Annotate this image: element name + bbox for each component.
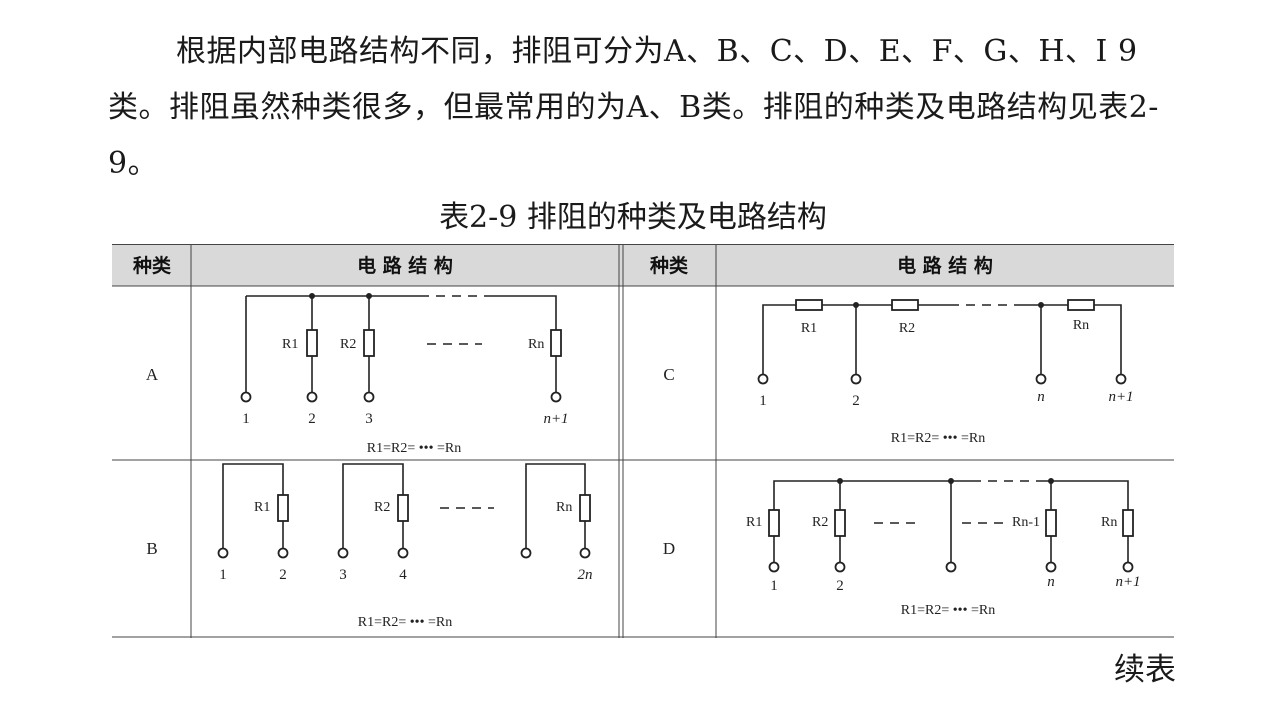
row-label-d: D — [663, 539, 675, 558]
circuit-b-pin-4: 4 — [399, 567, 407, 583]
circuit-a: R1 R2 Rn 1 2 3 n+1 R1=R2= ••• =Rn — [240, 293, 569, 456]
circuit-c-equation: R1=R2= ••• =Rn — [891, 431, 985, 446]
circuit-d-pin-2: 2 — [836, 578, 844, 594]
circuit-b-equation: R1=R2= ••• =Rn — [358, 615, 452, 630]
table-caption: 表2-9 排阻的种类及电路结构 — [439, 200, 827, 235]
circuit-a-pin-n1: n+1 — [543, 411, 568, 427]
circuit-c-r1: R1 — [801, 321, 817, 336]
circuit-c-pin-n: n — [1037, 389, 1045, 405]
circuit-a-pin-1: 1 — [242, 411, 250, 427]
circuit-a-rn: Rn — [528, 337, 544, 352]
continued-label: 续表 — [1114, 652, 1176, 688]
circuit-b-pin-3: 3 — [339, 567, 347, 583]
circuit-c-pin-1: 1 — [759, 393, 767, 409]
circuit-a-pin-3: 3 — [365, 411, 373, 427]
circuit-d: R1 R2 Rn-1 Rn 1 2 n n+1 R1=R2= ••• =Rn — [746, 478, 1141, 618]
circuit-d-pin-1: 1 — [770, 578, 778, 594]
circuit-d-r2: R2 — [812, 515, 828, 530]
circuit-b-pin-2n: 2n — [578, 567, 593, 583]
circuit-d-pin-n1: n+1 — [1115, 574, 1140, 590]
circuit-a-r2: R2 — [340, 337, 356, 352]
table-svg: 种类 电 路 结 构 种类 电 路 结 构 A B C D R1 R2 Rn 1… — [112, 244, 1174, 638]
header-left-structure: 电 路 结 构 — [357, 254, 453, 277]
header-right-type: 种类 — [649, 254, 688, 277]
circuit-a-pin-2: 2 — [308, 411, 316, 427]
circuit-d-equation: R1=R2= ••• =Rn — [901, 603, 995, 618]
table-header-bg — [112, 244, 1174, 286]
circuit-c: R1 R2 Rn 1 2 n n+1 R1=R2= ••• =Rn — [757, 299, 1134, 446]
circuit-c-rn: Rn — [1073, 318, 1089, 333]
intro-paragraph: 根据内部电路结构不同，排阻可分为A、B、C、D、E、F、G、H、I 9类。排阻虽… — [108, 34, 1159, 181]
header-left-type: 种类 — [132, 254, 171, 277]
circuit-b-r2: R2 — [374, 500, 390, 515]
circuit-a-r1: R1 — [282, 337, 298, 352]
row-label-c: C — [663, 365, 674, 384]
circuit-c-pin-n1: n+1 — [1108, 389, 1133, 405]
circuit-d-r1: R1 — [746, 515, 762, 530]
circuit-b-pin-1: 1 — [219, 567, 227, 583]
circuit-c-pin-2: 2 — [852, 393, 860, 409]
header-right-structure: 电 路 结 构 — [897, 254, 993, 277]
circuit-c-r2: R2 — [899, 321, 915, 336]
row-label-a: A — [146, 365, 159, 384]
circuit-d-rn: Rn — [1101, 515, 1117, 530]
resistor-network-table: 种类 电 路 结 构 种类 电 路 结 构 A B C D R1 R2 Rn 1… — [112, 244, 1174, 638]
circuit-b-pin-2: 2 — [279, 567, 287, 583]
circuit-b-rn: Rn — [556, 500, 572, 515]
circuit-d-rn-1: Rn-1 — [1012, 515, 1040, 530]
circuit-a-equation: R1=R2= ••• =Rn — [367, 441, 461, 456]
circuit-b: R1 R2 Rn 1 2 3 4 2n R1=R2= ••• =Rn — [217, 463, 593, 630]
circuit-d-pin-n: n — [1047, 574, 1055, 590]
circuit-b-r1: R1 — [254, 500, 270, 515]
row-label-b: B — [146, 539, 157, 558]
